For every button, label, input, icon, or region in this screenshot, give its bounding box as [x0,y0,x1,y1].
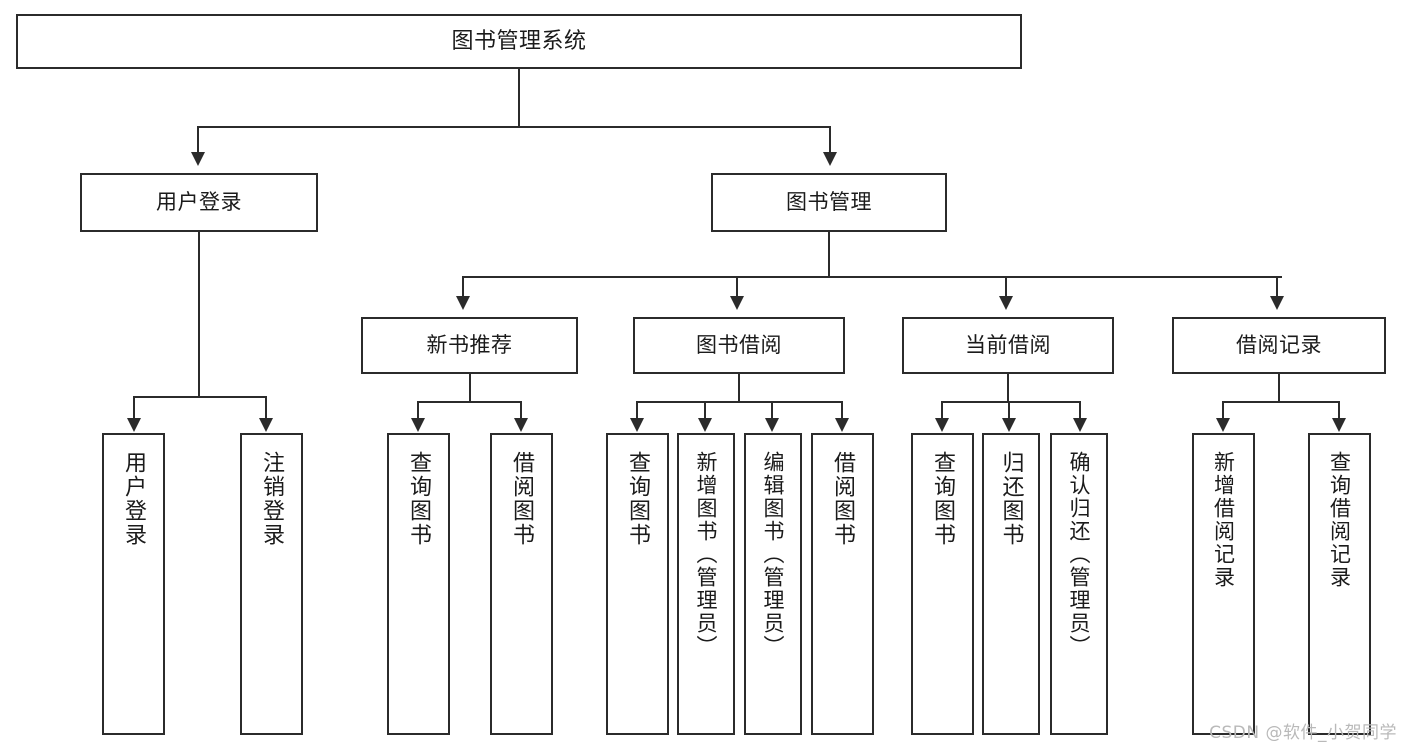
arrowhead-borrow-do [835,418,849,432]
leaf-current-query-book[interactable]: 查询图书 [911,433,974,735]
edge-drop-new-book-rec [462,276,464,298]
node-borrow-record[interactable]: 借阅记录 [1172,317,1386,374]
leaf-rec-borrow-book[interactable]: 借阅图书 [490,433,553,735]
leaf-rec-query-book[interactable]: 查询图书 [387,433,450,735]
arrowhead-borrow-query [630,418,644,432]
node-label: 当前借阅 [965,333,1051,358]
node-book-management[interactable]: 图书管理 [711,173,947,232]
edge-drop-rec-search [1338,401,1340,420]
arrowhead-user-login [191,152,205,166]
edge-borrow-record-stem [1278,374,1280,402]
node-label: 借阅记录 [1236,333,1322,358]
leaf-borrow-edit-book-admin[interactable]: 编辑图书（管理员） [744,433,802,735]
arrowhead-cur-confirm [1073,418,1087,432]
edge-drop-rec-borrow [520,401,522,420]
edge-user-login-stem [198,232,200,397]
edge-book-mgmt-stem [828,232,830,277]
arrowhead-leaf-user-login [127,418,141,432]
edge-drop-rec-add [1222,401,1224,420]
edge-new-book-rec-stem [469,374,471,402]
leaf-record-search[interactable]: 查询借阅记录 [1308,433,1371,735]
node-label: 归还图书 [998,451,1024,547]
leaf-borrow-do-book[interactable]: 借阅图书 [811,433,874,735]
arrowhead-leaf-logout [259,418,273,432]
edge-drop-book-mgmt [829,126,831,154]
node-label: 查询图书 [625,451,651,547]
node-label: 注销登录 [259,451,285,547]
edge-level1-bus [197,126,831,128]
arrowhead-cur-query [935,418,949,432]
edge-book-borrow-stem [738,374,740,402]
node-label: 图书管理 [786,190,872,215]
edge-drop-cur-query [941,401,943,420]
node-label: 借阅图书 [509,451,535,547]
node-label: 查询图书 [930,451,956,547]
node-label: 查询借阅记录 [1327,451,1352,589]
arrowhead-current-borrow [999,296,1013,310]
arrowhead-borrow-add [698,418,712,432]
edge-drop-borrow-record [1276,276,1278,298]
leaf-record-add[interactable]: 新增借阅记录 [1192,433,1255,735]
arrowhead-borrow-edit [765,418,779,432]
leaf-borrow-query-book[interactable]: 查询图书 [606,433,669,735]
node-label: 用户登录 [156,190,242,215]
edge-drop-user-login [197,126,199,154]
edge-root-stem [518,69,520,127]
node-root-book-management-system[interactable]: 图书管理系统 [16,14,1022,69]
node-label: 图书借阅 [696,333,782,358]
arrowhead-rec-query [411,418,425,432]
node-label: 编辑图书（管理员） [761,451,786,658]
node-current-borrow[interactable]: 当前借阅 [902,317,1114,374]
node-new-book-recommend[interactable]: 新书推荐 [361,317,578,374]
arrowhead-rec-search [1332,418,1346,432]
edge-drop-borrow-do [841,401,843,420]
edge-book-borrow-bus [636,401,843,403]
arrowhead-new-book-rec [456,296,470,310]
arrowhead-rec-add [1216,418,1230,432]
node-user-login[interactable]: 用户登录 [80,173,318,232]
node-label: 确认归还（管理员） [1067,451,1092,658]
leaf-current-confirm-return-admin[interactable]: 确认归还（管理员） [1050,433,1108,735]
edge-level2-bus [462,276,1282,278]
edge-drop-borrow-query [636,401,638,420]
leaf-current-return-book[interactable]: 归还图书 [982,433,1040,735]
node-book-borrow[interactable]: 图书借阅 [633,317,845,374]
edge-drop-rec-query [417,401,419,420]
node-label: 借阅图书 [830,451,856,547]
arrowhead-rec-borrow [514,418,528,432]
node-label: 新书推荐 [426,333,513,358]
edge-drop-leaf-logout [265,396,267,420]
csdn-watermark: CSDN @软件_小贺同学 [1209,723,1397,743]
node-label: 新增图书（管理员） [694,451,719,658]
edge-drop-cur-return [1008,401,1010,420]
node-label: 查询图书 [406,451,432,547]
arrowhead-book-borrow [730,296,744,310]
edge-user-login-bus [133,396,266,398]
edge-borrow-record-bus [1222,401,1340,403]
edge-new-book-rec-bus [417,401,522,403]
edge-drop-current-borrow [1005,276,1007,298]
edge-drop-cur-confirm [1079,401,1081,420]
arrowhead-borrow-record [1270,296,1284,310]
edge-drop-leaf-user-login [133,396,135,420]
edge-drop-borrow-add [704,401,706,420]
edge-drop-book-borrow [736,276,738,298]
node-label: 用户登录 [121,451,147,547]
leaf-logout[interactable]: 注销登录 [240,433,303,735]
edge-drop-borrow-edit [771,401,773,420]
node-label: 新增借阅记录 [1211,451,1236,589]
node-label: 图书管理系统 [451,28,587,54]
edge-current-borrow-stem [1007,374,1009,402]
edge-current-borrow-bus [941,401,1081,403]
leaf-borrow-add-book-admin[interactable]: 新增图书（管理员） [677,433,735,735]
leaf-user-login[interactable]: 用户登录 [102,433,165,735]
arrowhead-book-mgmt [823,152,837,166]
arrowhead-cur-return [1002,418,1016,432]
